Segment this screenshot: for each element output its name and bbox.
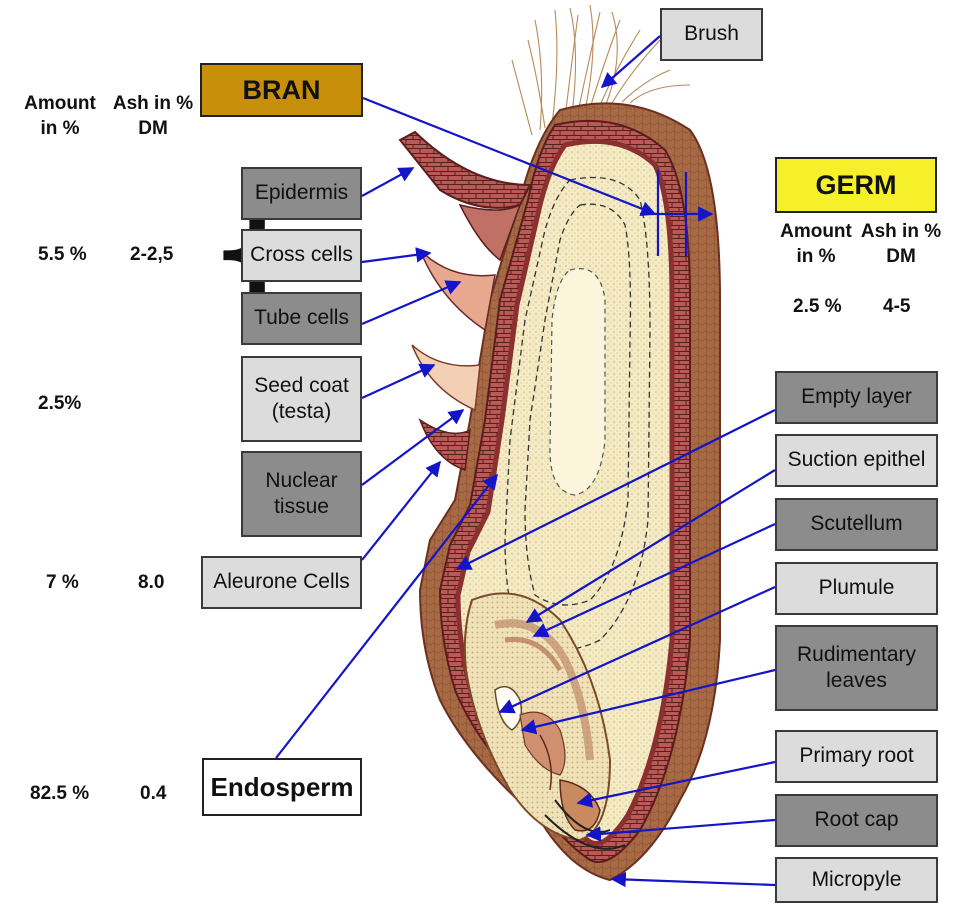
label-cross-cells: Cross cells — [241, 229, 362, 282]
label-micropyle: Micropyle — [775, 857, 938, 903]
endosperm-ash: 0.4 — [140, 783, 166, 805]
label-tube-cells: Tube cells — [241, 292, 362, 345]
germ-ash-header: Ash in % DM — [855, 220, 947, 269]
label-suction-epithel: Suction epithel — [775, 434, 938, 487]
seed-coat-flap — [412, 345, 480, 410]
germ-amount-header: Amount in % — [776, 220, 856, 269]
nuclear-tissue-flap — [420, 420, 470, 470]
label-brush: Brush — [660, 8, 763, 61]
label-endosperm: Endosperm — [202, 758, 362, 816]
label-aleurone-cells: Aleurone Cells — [201, 556, 362, 609]
bran-amount-header: Amount in % — [20, 92, 100, 141]
outer-layers-amount: 5.5 % — [38, 244, 87, 266]
label-epidermis: Epidermis — [241, 167, 362, 220]
seed-coat-amount: 2.5% — [38, 393, 81, 415]
label-rudimentary-leaves: Rudimentary leaves — [775, 625, 938, 711]
germ-amount-value: 2.5 % — [793, 296, 842, 318]
label-plumule: Plumule — [775, 562, 938, 615]
label-seed-coat: Seed coat (testa) — [241, 356, 362, 442]
outer-layers-ash: 2-2,5 — [130, 244, 173, 266]
germ-title: GERM — [775, 157, 937, 213]
label-nuclear-tissue: Nuclear tissue — [241, 451, 362, 537]
label-primary-root: Primary root — [775, 730, 938, 783]
aleurone-ash: 8.0 — [138, 572, 164, 594]
inner-endosperm-core — [550, 269, 605, 495]
bran-title: BRAN — [200, 63, 363, 117]
cross-cells-flap — [420, 250, 495, 330]
germ-ash-value: 4-5 — [883, 296, 910, 318]
aleurone-amount: 7 % — [46, 572, 79, 594]
label-empty-layer: Empty layer — [775, 371, 938, 424]
label-scutellum: Scutellum — [775, 498, 938, 551]
endosperm-amount: 82.5 % — [30, 783, 89, 805]
epidermis-flap — [400, 132, 530, 208]
label-root-cap: Root cap — [775, 794, 938, 847]
bran-ash-header: Ash in % DM — [108, 92, 198, 141]
